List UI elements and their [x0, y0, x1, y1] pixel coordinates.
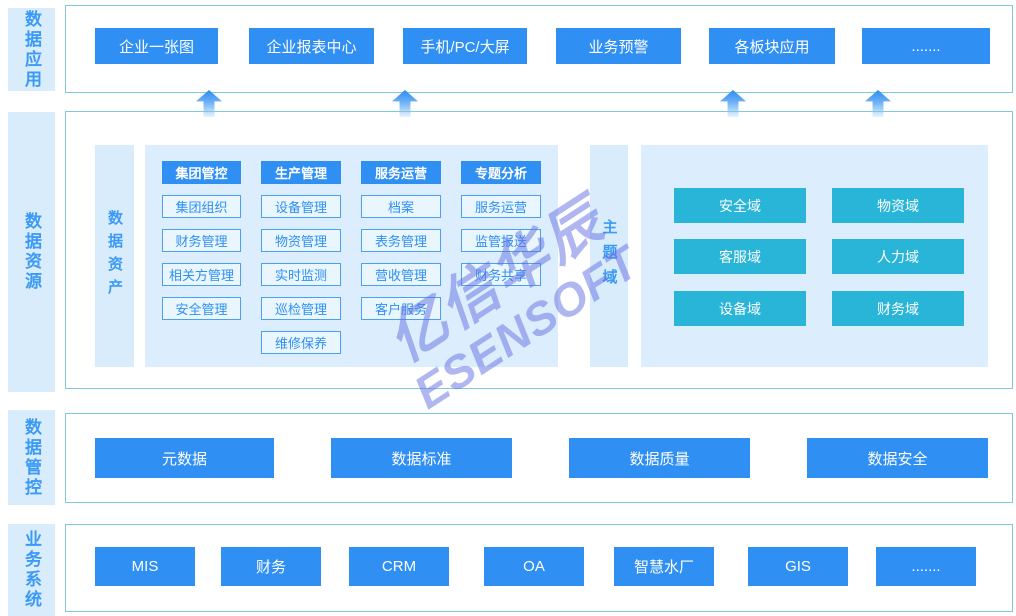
- data-asset-strip: 数据资产: [95, 145, 134, 367]
- biz-block-crm: CRM: [349, 547, 449, 586]
- asset-item: 档案: [361, 195, 441, 218]
- resource-layer-label: 数据资源: [22, 212, 41, 292]
- biz-block-gis: GIS: [748, 547, 848, 586]
- app-layer-label-strip: 数据应用: [8, 8, 55, 91]
- resource-layer-frame: [65, 111, 1013, 389]
- app-block-report-center: 企业报表中心: [249, 28, 374, 64]
- governance-layer-label: 数据管控: [22, 417, 41, 498]
- resource-layer-label-strip: 数据资源: [8, 112, 55, 392]
- asset-col-header: 服务运营: [361, 161, 441, 184]
- gov-block-data-quality: 数据质量: [569, 438, 750, 478]
- domain-tile-security: 安全域: [674, 188, 806, 223]
- asset-item: 安全管理: [162, 297, 241, 320]
- app-block-business-alert: 业务预警: [556, 28, 681, 64]
- asset-item: 客户服务: [361, 297, 441, 320]
- domain-tile-finance: 财务域: [832, 291, 964, 326]
- gov-block-data-security: 数据安全: [807, 438, 988, 478]
- app-block-mobile-pc-screen: 手机/PC/大屏: [403, 28, 527, 64]
- gov-block-metadata: 元数据: [95, 438, 274, 478]
- governance-layer-frame: [65, 413, 1013, 503]
- asset-item: 财务共享: [461, 263, 541, 286]
- asset-item: 服务运营: [461, 195, 541, 218]
- biz-block-finance: 财务: [221, 547, 321, 586]
- asset-item: 营收管理: [361, 263, 441, 286]
- app-block-enterprise-map: 企业一张图: [95, 28, 218, 64]
- asset-col-header: 生产管理: [261, 161, 341, 184]
- biz-block-oa: OA: [484, 547, 584, 586]
- asset-item: 巡检管理: [261, 297, 341, 320]
- asset-item: 集团组织: [162, 195, 241, 218]
- biz-block-smart-plant: 智慧水厂: [614, 547, 714, 586]
- biz-block-mis: MIS: [95, 547, 195, 586]
- gov-block-data-standard: 数据标准: [331, 438, 512, 478]
- business-layer-label-strip: 业务系统: [8, 524, 55, 616]
- app-block-more: .......: [862, 28, 990, 64]
- theme-domain-strip: 主题域: [590, 145, 628, 367]
- asset-item: 维修保养: [261, 331, 341, 354]
- business-layer-label: 业务系统: [22, 530, 41, 610]
- business-layer-frame: [65, 524, 1013, 612]
- biz-block-more: .......: [876, 547, 976, 586]
- asset-item: 表务管理: [361, 229, 441, 252]
- domain-tile-material: 物资域: [832, 188, 964, 223]
- asset-col-header: 集团管控: [162, 161, 241, 184]
- governance-layer-label-strip: 数据管控: [8, 410, 55, 505]
- app-block-module-apps: 各板块应用: [709, 28, 835, 64]
- asset-item: 监管报送: [461, 229, 541, 252]
- domain-tile-service: 客服域: [674, 239, 806, 274]
- asset-item: 相关方管理: [162, 263, 241, 286]
- app-layer-label: 数据应用: [22, 9, 41, 90]
- asset-item: 设备管理: [261, 195, 341, 218]
- data-asset-label: 数据资产: [106, 210, 123, 302]
- theme-domain-label: 主题域: [600, 218, 618, 294]
- asset-item: 物资管理: [261, 229, 341, 252]
- domain-tile-hr: 人力域: [832, 239, 964, 274]
- asset-item: 实时监测: [261, 263, 341, 286]
- asset-col-header: 专题分析: [461, 161, 541, 184]
- domain-tile-equipment: 设备域: [674, 291, 806, 326]
- asset-item: 财务管理: [162, 229, 241, 252]
- app-layer-frame: [65, 5, 1013, 93]
